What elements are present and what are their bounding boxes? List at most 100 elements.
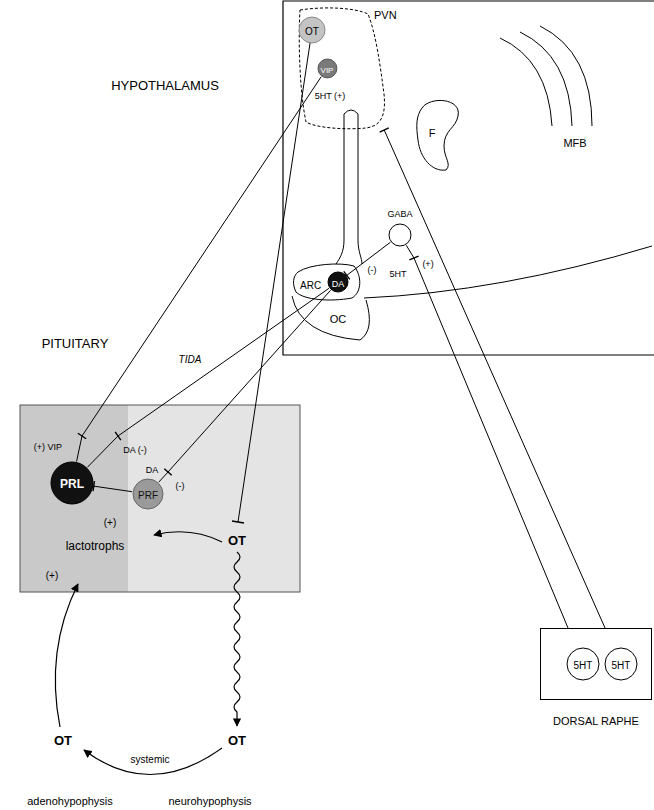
lactotroph-cell: PRL	[50, 461, 94, 505]
effect-sign: (-)	[176, 482, 185, 492]
cell-body	[328, 272, 348, 292]
hormone-label: OT	[54, 734, 72, 748]
text-holder: OT	[305, 21, 319, 39]
label-holder: DA (-)	[123, 439, 147, 457]
transmitter-label: DA	[146, 466, 159, 476]
label-holder: 5HT (+)	[315, 85, 346, 103]
releasing-factor-cell: PRF	[132, 478, 164, 510]
region-boundary	[294, 264, 360, 300]
label-holder: OT	[228, 531, 246, 549]
hormone-label: OT	[228, 534, 246, 548]
neurohypophysis-area	[128, 405, 300, 592]
cell-name: DA	[332, 280, 345, 290]
cell-name: 5HT	[574, 660, 593, 671]
structure-label: MFB	[563, 137, 586, 149]
label-holder: neurohypophysis	[168, 791, 251, 809]
axon-line	[238, 30, 312, 522]
label-holder: lactotrophs	[66, 536, 125, 554]
synapse-terminal	[164, 469, 171, 476]
text-holder: ARC	[300, 275, 321, 293]
region-boundary	[299, 8, 384, 129]
label-holder: OT	[228, 731, 246, 749]
release-arrow	[234, 552, 240, 726]
label-holder: HYPOTHALAMUS	[111, 76, 219, 94]
label-holder: (+)	[46, 565, 59, 583]
cell-body	[318, 59, 337, 78]
synapse-terminal	[380, 128, 389, 132]
effect-sign: (+)	[104, 517, 117, 528]
region-name: ARC	[300, 280, 321, 291]
projection-line	[94, 486, 132, 492]
neuron-cell: OT	[298, 16, 326, 44]
serotonin-cell: 5HT	[566, 647, 600, 681]
structure-label: OC	[330, 313, 347, 325]
third-ventricle	[336, 110, 362, 264]
cell-outline	[388, 223, 412, 247]
label-holder: (+)	[104, 512, 117, 530]
cell-name: 5HT	[612, 660, 631, 671]
label-holder: OC	[330, 309, 347, 327]
text-holder: PRL	[60, 474, 84, 492]
structure-label: F	[429, 127, 436, 139]
text-holder: 5HT	[574, 655, 593, 673]
label-holder: systemic	[131, 749, 170, 767]
hypothalamus-frame	[283, 1, 654, 355]
synapse-terminal	[78, 433, 86, 439]
label-holder: MFB	[563, 133, 586, 151]
label-holder: PITUITARY	[42, 334, 109, 352]
nucleus-region: DA ARC	[290, 262, 364, 302]
text-holder: PRF	[138, 485, 158, 503]
text-holder: DORSAL RAPHE	[553, 711, 639, 729]
pituitary-frame	[20, 405, 300, 592]
cell-body	[567, 648, 599, 680]
ventral-border	[364, 246, 652, 298]
transmitter-label: (+) VIP	[34, 443, 62, 453]
neuron-cell: DA	[327, 271, 349, 293]
region-name: PVN	[374, 9, 397, 21]
cell-name: GABA	[387, 210, 412, 220]
projection-line	[77, 77, 322, 462]
transmitter-label: 5HT (+)	[315, 92, 346, 102]
label-holder: 5HT	[389, 263, 406, 281]
cell-name: PRF	[138, 490, 158, 501]
hormone-label: OT	[228, 734, 246, 748]
label-holder: OT	[54, 731, 72, 749]
fornix-outline	[417, 100, 459, 170]
effect-sign: (+)	[422, 260, 433, 270]
text-holder: 5HT	[612, 655, 631, 673]
projection-line	[406, 245, 576, 648]
region-name: DORSAL RAPHE	[553, 715, 639, 727]
neuron-cell: VIP	[317, 58, 338, 79]
projection-line	[87, 288, 329, 467]
region-name: PITUITARY	[42, 337, 109, 351]
effect-sign: (-)	[368, 266, 377, 276]
interneuron-cell: GABA	[388, 223, 412, 247]
cell-body	[51, 462, 93, 504]
text-holder: GABA	[387, 203, 412, 221]
label-holder: F	[429, 123, 436, 141]
nucleus-box: 5HT5HTDORSAL RAPHE	[540, 628, 652, 700]
serotonin-cell: 5HT	[604, 647, 638, 681]
cell-body	[605, 648, 637, 680]
route-label: systemic	[131, 754, 170, 765]
cell-name: VIP	[321, 67, 334, 76]
circulation-arrow	[84, 748, 222, 775]
synapse-terminal	[232, 521, 244, 523]
projection-line	[347, 242, 391, 275]
text-holder: PVN	[374, 5, 397, 23]
transmitter-label: 5HT	[389, 270, 406, 280]
text-holder: DA	[332, 273, 345, 291]
effect-sign: (+)	[46, 570, 59, 581]
text-holder: VIP	[321, 59, 334, 77]
forebrain-bundle	[500, 26, 592, 126]
action-arrow	[55, 584, 78, 727]
cell-body	[389, 224, 411, 246]
cell-name: OT	[305, 26, 319, 37]
label-holder: adenohypophysis	[27, 791, 113, 809]
projection-line	[159, 290, 331, 482]
region-name: neurohypophysis	[168, 795, 251, 807]
pathway-label: TIDA	[177, 354, 204, 365]
action-arrow	[154, 532, 222, 542]
